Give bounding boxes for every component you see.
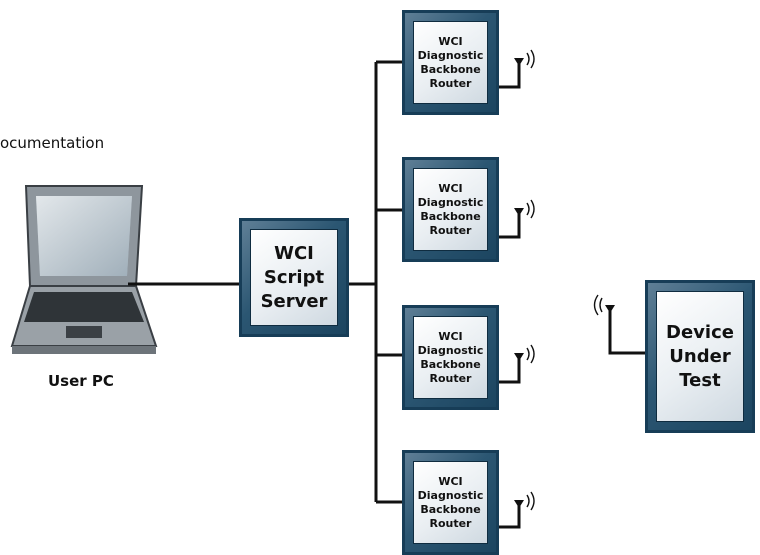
dut-line: Under [669, 345, 731, 367]
router-line: Router [429, 223, 472, 237]
router-line: Router [429, 516, 472, 530]
router-line: WCI [438, 474, 463, 488]
script-server-line: WCI [274, 242, 314, 264]
documentation-label: ocumentation [0, 134, 105, 152]
router-line: Backbone [420, 502, 481, 516]
router-text: WCI Diagnostic Backbone Router [413, 316, 488, 399]
router-line: WCI [438, 181, 463, 195]
dut-line: Device [666, 321, 734, 343]
antenna-icon [514, 491, 535, 511]
router-line: Diagnostic [417, 488, 484, 502]
router-line: Diagnostic [417, 343, 484, 357]
laptop-icon [10, 185, 158, 354]
router-text: WCI Diagnostic Backbone Router [413, 461, 488, 544]
router-text: WCI Diagnostic Backbone Router [413, 21, 488, 104]
router-box: WCI Diagnostic Backbone Router [402, 10, 499, 115]
router-box: WCI Diagnostic Backbone Router [402, 450, 499, 555]
router-line: Router [429, 76, 472, 90]
dut-line: Test [679, 369, 721, 391]
router-line: Backbone [420, 209, 481, 223]
script-server-text: WCI Script Server [250, 229, 338, 326]
radio-waves-icon [593, 294, 615, 316]
script-server-line: Script [263, 266, 325, 288]
router-line: WCI [438, 34, 463, 48]
router-text: WCI Diagnostic Backbone Router [413, 168, 488, 251]
user-pc-label: User PC [48, 372, 114, 390]
router-line: WCI [438, 329, 463, 343]
device-under-test-text: Device Under Test [656, 291, 744, 422]
script-server-box: WCI Script Server [239, 218, 349, 337]
antenna-icon [514, 344, 535, 364]
script-server-line: Server [260, 290, 328, 312]
router-line: Backbone [420, 357, 481, 371]
router-line: Diagnostic [417, 195, 484, 209]
device-under-test-box: Device Under Test [645, 280, 755, 433]
router-line: Diagnostic [417, 48, 484, 62]
router-box: WCI Diagnostic Backbone Router [402, 157, 499, 262]
router-line: Backbone [420, 62, 481, 76]
antenna-icon [514, 49, 535, 69]
router-box: WCI Diagnostic Backbone Router [402, 305, 499, 410]
antenna-icon [514, 199, 535, 219]
router-line: Router [429, 371, 472, 385]
